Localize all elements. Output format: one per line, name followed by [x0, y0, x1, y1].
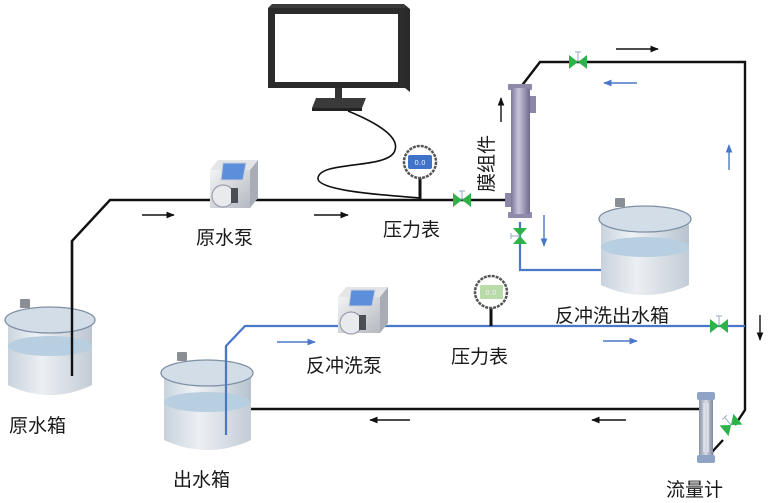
label-backwash-outlet-tank: 反冲洗出水箱	[555, 305, 669, 327]
backwash-outlet-tank	[598, 198, 692, 295]
gauge-1-reading: 0.0	[414, 159, 425, 167]
pressure-gauge-2: 0.0	[473, 274, 509, 326]
pressure-gauge-1: 0.0	[402, 144, 438, 200]
raw-water-tank	[4, 241, 96, 395]
label-pressure-gauge-2: 压力表	[451, 346, 508, 368]
monitor-cable	[317, 110, 421, 199]
valve-flowmeter[interactable]	[718, 412, 743, 437]
valve-membrane-top[interactable]	[569, 51, 587, 69]
label-pressure-gauge-1: 压力表	[383, 219, 440, 241]
valve-inlet-membrane[interactable]	[453, 190, 471, 207]
valve-membrane-bottom[interactable]	[510, 228, 527, 244]
backwash-pump	[338, 287, 388, 335]
raw-water-pump	[210, 160, 258, 208]
label-outlet-tank: 出水箱	[173, 469, 230, 491]
gauge-2-reading: 0.0	[485, 289, 496, 297]
labels: 原水箱 原水泵 压力表 膜组件 反冲洗出水箱 反冲洗泵 压力表 出水箱 流量计	[9, 135, 723, 501]
valves	[453, 51, 743, 437]
valve-backwash-line[interactable]	[710, 315, 728, 333]
membrane-module	[505, 84, 536, 218]
computer-monitor	[268, 4, 410, 111]
outlet-tank	[160, 346, 254, 450]
label-raw-tank: 原水箱	[9, 415, 66, 437]
label-raw-pump: 原水泵	[196, 227, 253, 249]
flow-arrows	[142, 45, 764, 424]
label-flowmeter: 流量计	[666, 479, 723, 501]
flowmeter	[697, 392, 715, 463]
label-membrane-module: 膜组件	[476, 135, 498, 192]
label-backwash-pump: 反冲洗泵	[306, 355, 382, 377]
